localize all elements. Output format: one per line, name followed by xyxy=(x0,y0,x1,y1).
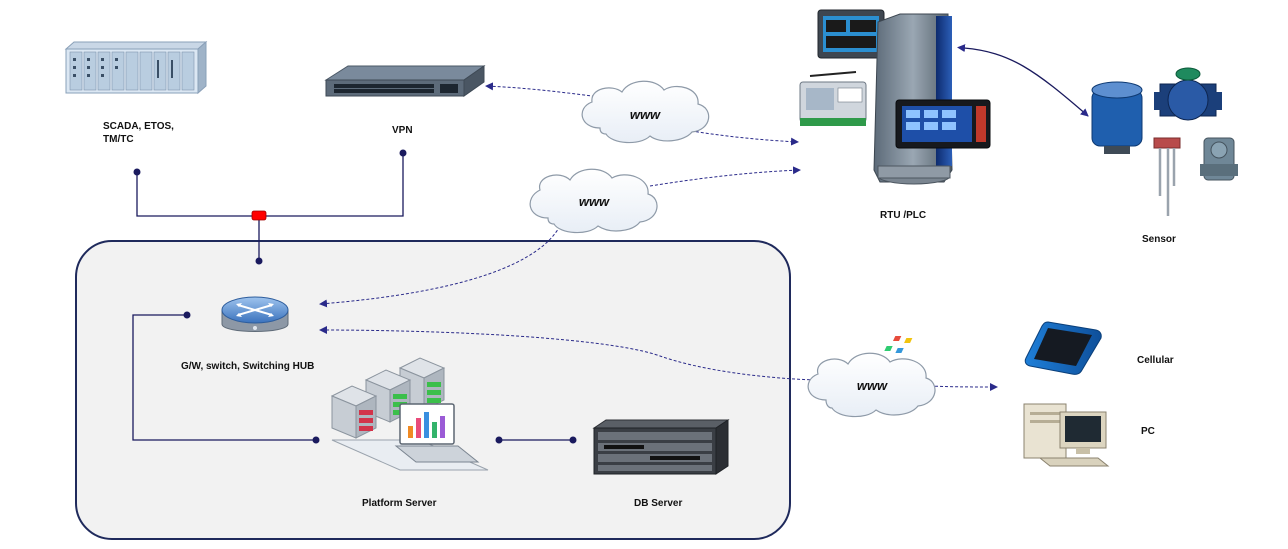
db-chassis-icon xyxy=(592,419,730,475)
gateway-to-cloud-bottom xyxy=(319,326,816,381)
scada-rack-icon xyxy=(64,40,208,95)
rtu-label: RTU /PLC xyxy=(880,210,927,221)
sensor-label: Sensor xyxy=(1142,234,1176,245)
scada-label-line2: TM/TC xyxy=(103,134,134,145)
router-to-platform-link xyxy=(132,314,316,441)
desktop-pc-icon xyxy=(1023,403,1110,467)
cloud-top-to-vpn xyxy=(485,82,601,98)
rtu-sensor-link xyxy=(957,44,1089,117)
cloud-mid-to-gateway xyxy=(319,225,561,308)
cloud-bottom-label: www xyxy=(857,378,888,393)
cloud-bottom-to-clients xyxy=(929,382,998,391)
cloud-mid: www xyxy=(529,168,658,234)
db-label: DB Server xyxy=(634,498,683,509)
cloud-mid-to-rtu xyxy=(649,166,801,187)
scada-label-line1: SCADA, ETOS, xyxy=(103,121,174,132)
cellular-label: Cellular xyxy=(1137,355,1174,366)
scada-link xyxy=(136,153,404,217)
pc-label: PC xyxy=(1141,426,1155,437)
vpn-label: VPN xyxy=(392,125,413,136)
cloud-top-to-rtu xyxy=(685,129,799,146)
router-icon xyxy=(221,296,289,332)
server-stack-icon xyxy=(330,357,489,471)
link-dots xyxy=(133,149,577,444)
cloud-bottom: www xyxy=(807,352,936,418)
wireless-links xyxy=(319,82,998,391)
cloud-top: www xyxy=(581,80,710,144)
sensor-devices-icon xyxy=(1091,67,1238,216)
wired-links xyxy=(132,153,573,441)
platform-label: Platform Server xyxy=(362,498,437,509)
junction-marker xyxy=(251,210,267,221)
cloud-mid-label: www xyxy=(579,194,610,209)
smartphone-icon xyxy=(884,321,1102,375)
rtu-plc-cabinet-icon xyxy=(799,9,991,185)
scada-label: SCADA, ETOS, TM/TC xyxy=(103,120,174,146)
gateway-label: G/W, switch, Switching HUB xyxy=(181,361,315,372)
network-switch-icon xyxy=(324,65,486,97)
cloud-top-label: www xyxy=(630,107,661,122)
